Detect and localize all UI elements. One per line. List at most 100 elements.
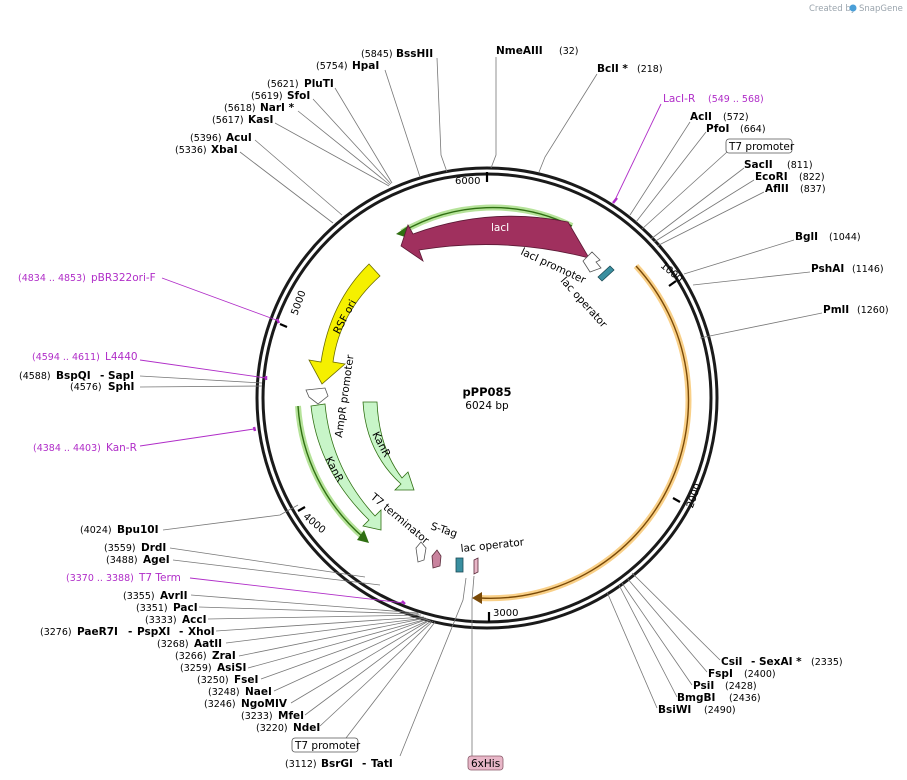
site-pos: (572) xyxy=(723,112,749,123)
site-sacii[interactable]: SacII (811) xyxy=(650,159,813,240)
site-acli[interactable]: AclI (572) xyxy=(629,111,749,216)
plasmid-name: pPP085 xyxy=(462,385,511,399)
site-mfei[interactable]: (3233) MfeI xyxy=(241,620,432,722)
site-name-sep: - xyxy=(128,626,132,638)
site-pos: (837) xyxy=(800,184,826,195)
site-pos: (2428) xyxy=(725,681,757,692)
kanr-inner-feature[interactable]: KanR xyxy=(362,401,415,491)
primer-name: LacI-R xyxy=(663,93,695,105)
site-bsiwi[interactable]: BsiWI (2490) xyxy=(606,591,736,716)
site-pluti[interactable]: (5621) PluTI xyxy=(267,78,393,184)
site-name: AvrII xyxy=(160,590,188,602)
t7-promoter-top-feature[interactable]: T7 promoter xyxy=(641,138,795,230)
site-acui[interactable]: (5396) AcuI xyxy=(190,132,343,216)
site-pos: (2335) xyxy=(811,657,843,668)
site-ndei[interactable]: (3220) NdeI xyxy=(256,620,434,734)
site-pos: (4024) xyxy=(80,525,112,536)
site-bgli[interactable]: BglI (1044) xyxy=(683,231,861,275)
site-pos: (3333) xyxy=(145,615,177,626)
site-acci[interactable]: (3333) AccI xyxy=(145,614,422,626)
site-bmgbi[interactable]: BmgBI (2436) xyxy=(618,584,761,704)
primer-kan-r[interactable]: (4384 .. 4403) Kan-R xyxy=(33,428,255,454)
site-bspqi-sapi[interactable]: (4588) BspQI - SapI xyxy=(19,370,263,384)
site-name-sep-2: - xyxy=(179,626,183,638)
site-bpu10i[interactable]: (4024) Bpu10I xyxy=(80,504,299,536)
site-pos: (5754) xyxy=(316,61,348,72)
primer-laci-r[interactable]: LacI-R (549 .. 568) xyxy=(614,93,764,201)
tick-label-5000: 5000 xyxy=(290,289,309,317)
site-name: PsiI xyxy=(693,680,714,692)
site-pos: (3259) xyxy=(180,663,212,674)
site-name: FseI xyxy=(234,674,258,686)
kanr-track-arrowhead xyxy=(357,530,369,543)
site-pshai[interactable]: PshAI (1146) xyxy=(692,263,884,286)
site-ngomiv[interactable]: (3246) NgoMIV xyxy=(204,619,431,710)
site-fsei[interactable]: (3250) FseI xyxy=(197,618,429,686)
site-pos: (1146) xyxy=(852,264,884,275)
site-pmli[interactable]: PmlI (1260) xyxy=(699,304,889,339)
his-tag-feature[interactable]: 6xHis xyxy=(467,575,504,771)
site-name: BclI * xyxy=(597,63,628,75)
primer-t7-term[interactable]: (3370 .. 3388) T7 Term xyxy=(66,572,405,604)
site-bsrgi-tati[interactable]: (3112) BsrGI - TatI xyxy=(285,577,467,770)
site-xbai[interactable]: (5336) XbaI xyxy=(175,144,334,224)
site-name: DrdI xyxy=(141,542,166,554)
his-tag-label: 6xHis xyxy=(471,758,500,770)
site-name: MfeI xyxy=(278,710,304,722)
primer-pbr322ori-f[interactable]: (4834 .. 4853) pBR322ori-F xyxy=(18,272,280,322)
snapgene-logo-icon xyxy=(849,4,857,12)
site-bcli[interactable]: BclI * (218) xyxy=(538,63,663,173)
site-name-2: TatI xyxy=(371,758,393,770)
site-name: SacII xyxy=(744,159,773,171)
site-pos: (1044) xyxy=(829,232,861,243)
site-psii[interactable]: PsiI (2428) xyxy=(621,582,757,692)
primer-range: (4384 .. 4403) xyxy=(33,443,101,454)
t7-promoter-bottom-feature[interactable]: T7 promoter xyxy=(291,621,436,753)
lac-operator-bottom-feature[interactable]: lac operator xyxy=(455,536,525,575)
s-tag-label: S-Tag xyxy=(429,520,459,540)
site-asisi[interactable]: (3259) AsiSI xyxy=(180,618,428,674)
tick-label-4000: 4000 xyxy=(301,511,328,536)
site-name: NaeI xyxy=(245,686,272,698)
site-bsshii[interactable]: (5845) BssHII xyxy=(361,48,448,173)
site-nari[interactable]: (5618) NarI * xyxy=(224,102,391,186)
site-pos: (3246) xyxy=(204,699,236,710)
primer-name: L4440 xyxy=(105,351,138,363)
site-kasi[interactable]: (5617) KasI xyxy=(212,114,390,187)
site-paci[interactable]: (3351) PacI xyxy=(136,602,420,615)
site-pos: (3355) xyxy=(123,591,155,602)
his-tag-marker xyxy=(473,557,479,575)
site-name-2: SapI xyxy=(108,370,134,382)
lac-operator-bottom-label: lac operator xyxy=(460,536,525,555)
site-agei[interactable]: (3488) AgeI xyxy=(106,554,381,586)
site-name: NarI * xyxy=(260,102,295,114)
site-avrii[interactable]: (3355) AvrII xyxy=(123,590,419,614)
primer-name: pBR322ori-F xyxy=(91,272,156,284)
kanr-green-track xyxy=(295,405,369,543)
site-pos: (3112) xyxy=(285,759,317,770)
site-name-2: SexAI * xyxy=(759,656,802,668)
laci-feature[interactable]: lacI xyxy=(400,215,590,263)
site-name-sep: - xyxy=(362,758,366,770)
primer-l4440[interactable]: (4594 .. 4611) L4440 xyxy=(32,351,267,379)
site-hpai[interactable]: (5754) HpaI xyxy=(316,60,421,178)
site-aatii[interactable]: (3268) AatII xyxy=(157,617,426,650)
site-paer7i-pspxi-xhoi[interactable]: (3276) PaeR7I - PspXI - XhoI xyxy=(40,616,425,638)
site-ecori[interactable]: EcoRI (822) xyxy=(653,171,825,243)
site-aflii[interactable]: AflII (837) xyxy=(656,183,826,247)
site-name: XbaI xyxy=(211,144,238,156)
site-zrai[interactable]: (3266) ZraI xyxy=(175,617,427,662)
site-name: AsiSI xyxy=(217,662,246,674)
site-sphi[interactable]: (4576) SphI xyxy=(70,381,263,393)
site-csii-sexai[interactable]: CsiI - SexAI * (2335) xyxy=(631,572,843,668)
site-drdi[interactable]: (3559) DrdI xyxy=(104,542,366,578)
site-pos: (3488) xyxy=(106,555,138,566)
site-pfoi[interactable]: PfoI (664) xyxy=(635,123,766,223)
site-nmeaiii[interactable]: NmeAIII (32) xyxy=(490,45,579,169)
site-fspi[interactable]: FspI (2400) xyxy=(626,577,776,680)
site-naei[interactable]: (3248) NaeI xyxy=(208,619,430,698)
site-name-sep: - xyxy=(100,370,104,382)
s-tag-feature[interactable]: S-Tag xyxy=(429,520,459,569)
site-sfoi[interactable]: (5619) SfoI xyxy=(251,90,392,185)
site-pos: (5396) xyxy=(190,133,222,144)
